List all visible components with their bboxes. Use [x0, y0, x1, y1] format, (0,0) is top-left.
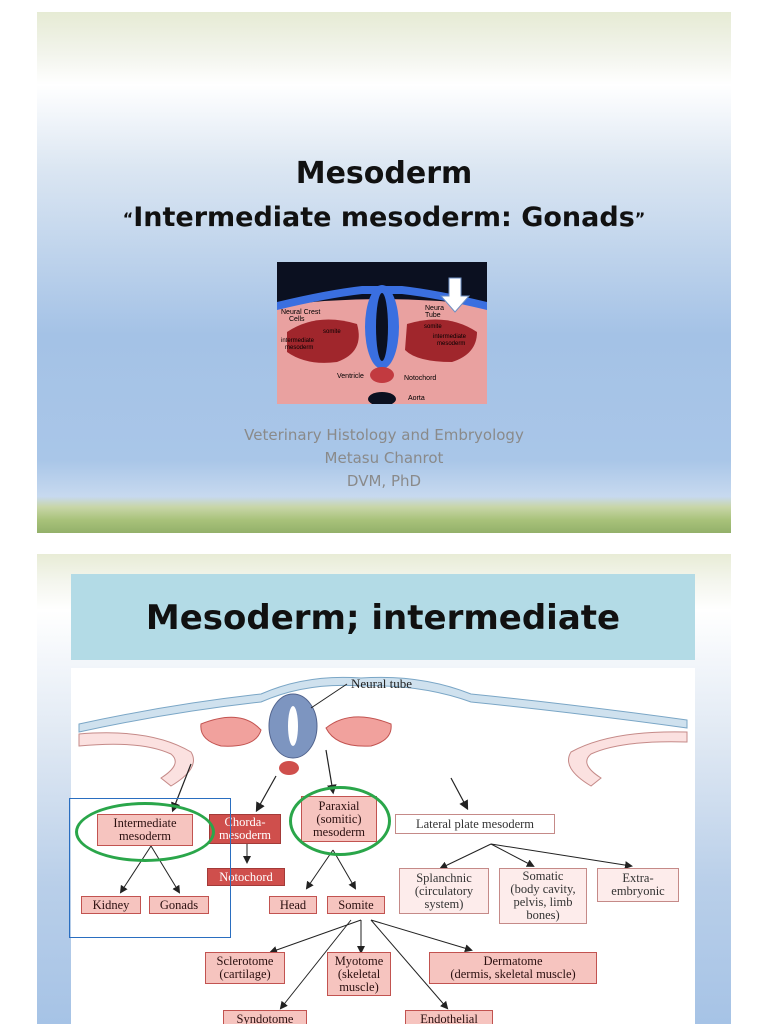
credit-degree: DVM, PhD [346, 472, 422, 490]
label-ventricle: Ventricle [337, 373, 364, 380]
diagram-graphics [78, 676, 688, 1010]
chorda-line1: Chorda- [224, 815, 266, 829]
splanchnic-line1: Splanchnic [416, 870, 472, 885]
sclerotome-box: Sclerotome (cartilage) [205, 952, 285, 984]
myotome-box: Myotome (skeletal muscle) [327, 952, 391, 996]
notochord-box: Notochord [207, 868, 285, 886]
dermatome-line1: Dermatome [483, 954, 543, 968]
mesoderm-diagram: Neural tube Intermediate mesoderm Chorda… [69, 668, 695, 1024]
label-neural: Neura [425, 305, 444, 312]
highlight-circle-intermediate [75, 802, 215, 862]
slide-2: Mesoderm; intermediate [37, 554, 731, 1024]
syndotome-box: Syndotome [223, 1010, 307, 1024]
splanchnic-box: Splanchnic (circulatory system) [399, 868, 489, 914]
dermatome-line2: (dermis, skeletal muscle) [450, 967, 576, 981]
close-quote: ” [634, 209, 646, 228]
dermatome-box: Dermatome (dermis, skeletal muscle) [429, 952, 597, 984]
sclerotome-line2: (cartilage) [219, 967, 271, 981]
slide-2-title-band: Mesoderm; intermediate [71, 574, 695, 660]
slide-1-subtitle: “Intermediate mesoderm: Gonads” [37, 200, 731, 237]
myotome-line3: muscle) [339, 979, 379, 994]
label-cells: Cells [289, 316, 305, 323]
gonads-box: Gonads [149, 896, 209, 914]
label-somite-right: somite [424, 324, 442, 330]
myotome-line2: (skeletal [337, 966, 381, 981]
somatic-line2: (body cavity, [510, 882, 576, 896]
open-quote: “ [122, 209, 134, 228]
kidney-box: Kidney [81, 896, 141, 914]
label-mesoderm-left: mesoderm [285, 345, 313, 351]
slide-1-title: Mesoderm [295, 156, 473, 191]
label-intermediate-left: intermediate [281, 338, 315, 344]
label-neural-crest: Neural Crest [281, 309, 320, 316]
label-somite-left: somite [323, 329, 341, 335]
label-notochord: Notochord [404, 375, 436, 382]
label-aorta: Aorta [408, 395, 425, 402]
sclerotome-line1: Sclerotome [216, 954, 274, 968]
highlight-circle-paraxial [289, 786, 391, 856]
label-intermediate-right: intermediate [433, 334, 467, 340]
splanchnic-line3: system) [424, 896, 464, 911]
extra-line1: Extra- [622, 871, 654, 885]
extra-line2: embryonic [611, 884, 665, 898]
somatic-line3: pelvis, limb [513, 895, 573, 909]
lateral-plate-box: Lateral plate mesoderm [395, 814, 555, 834]
embryo-cross-section-image: Neural Crest Cells Neura Tube somite som… [277, 262, 487, 404]
myotome-line1: Myotome [334, 953, 384, 968]
subtitle-text: Intermediate mesoderm: Gonads [133, 202, 635, 233]
highlight-rectangle [69, 798, 231, 938]
chordamesoderm-box: Chorda- mesoderm [209, 814, 281, 844]
neural-tube-label: Neural tube [351, 676, 413, 691]
somite-box: Somite [327, 896, 385, 914]
somatic-box: Somatic (body cavity, pelvis, limb bones… [499, 868, 587, 924]
label-tube: Tube [425, 312, 441, 319]
somatic-line1: Somatic [522, 869, 564, 883]
credit-course: Veterinary Histology and Embryology [244, 426, 524, 444]
splanchnic-line2: (circulatory [414, 883, 474, 898]
extraembryonic-box: Extra- embryonic [597, 868, 679, 902]
head-box: Head [269, 896, 317, 914]
slide-2-title: Mesoderm; intermediate [145, 598, 621, 638]
somatic-line4: bones) [526, 908, 560, 922]
credit-author: Metasu Chanrot [324, 449, 444, 467]
chorda-line2: mesoderm [218, 828, 272, 842]
slide-1: Mesoderm “Intermediate mesoderm: Gonads”… [37, 12, 731, 533]
label-mesoderm-right: mesoderm [437, 341, 465, 347]
credits: Veterinary Histology and Embryology Meta… [37, 424, 731, 493]
endothelial-box: Endothelial [405, 1010, 493, 1024]
